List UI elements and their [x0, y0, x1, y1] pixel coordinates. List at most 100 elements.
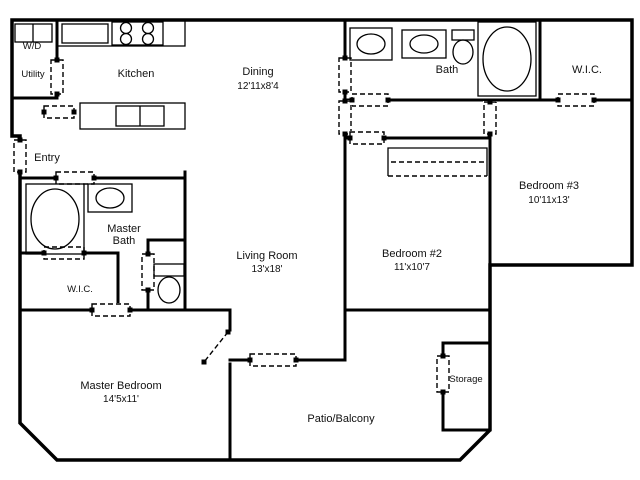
garden-tub-fixture — [477, 21, 537, 97]
room-dims-bedroom3: 10'11x13' — [528, 195, 570, 206]
doors — [13, 55, 597, 395]
plan-shape — [53, 175, 59, 181]
toilet-nook-door — [141, 251, 155, 293]
room-dims-master-bedroom: 14'5x11' — [103, 394, 139, 405]
room-label-master-bedroom: Master Bedroom — [80, 380, 161, 392]
plan-shape — [483, 101, 497, 135]
plan-shape — [436, 355, 450, 393]
plan-shape — [452, 39, 474, 65]
wall-segment — [203, 331, 229, 363]
plan-shape — [54, 91, 60, 97]
room-label-wic-master: W.I.C. — [67, 284, 93, 295]
plan-shape — [30, 188, 80, 250]
plan-shape — [349, 97, 355, 103]
wic-upper-door — [555, 93, 597, 107]
plan-shape — [71, 109, 77, 115]
plan-shape — [338, 57, 352, 93]
plan-shape — [338, 100, 352, 135]
plan-shape — [201, 359, 207, 365]
bath-vanity-sink-1-fixture — [349, 27, 393, 61]
master-bath-door — [53, 171, 97, 185]
plan-shape — [440, 353, 446, 359]
plan-shape — [555, 97, 561, 103]
plan-shape — [293, 357, 299, 363]
plan-shape — [43, 105, 75, 119]
master-bathtub-fixture — [25, 183, 85, 255]
plan-shape — [356, 33, 386, 55]
room-label-bedroom2: Bedroom #2 — [382, 248, 442, 260]
plan-shape — [381, 135, 387, 141]
plan-shape — [342, 89, 348, 95]
storage-door — [436, 353, 450, 395]
plan-shape — [56, 19, 186, 47]
plan-shape — [41, 250, 47, 256]
plan-shape — [401, 29, 447, 59]
washer-dryer-fixture — [14, 23, 53, 43]
plan-shape — [55, 171, 95, 185]
plan-shape — [50, 59, 64, 95]
plan-shape — [95, 187, 125, 209]
plan-shape — [79, 102, 186, 130]
plan-shape — [451, 29, 475, 41]
room-label-utility: Utility — [21, 69, 44, 80]
plan-shape — [225, 329, 231, 335]
room-dims-bedroom2: 11'x10'7 — [394, 262, 430, 273]
plan-shape — [153, 263, 185, 277]
plan-shape — [591, 97, 597, 103]
plan-shape — [89, 307, 95, 313]
utility-door — [50, 57, 64, 97]
plan-shape — [347, 135, 353, 141]
bath-to-bedroom-door — [89, 303, 133, 317]
plan-shape — [91, 175, 97, 181]
hall-bath-door — [338, 55, 352, 95]
room-label-bedroom3: Bedroom #3 — [519, 180, 579, 192]
plan-shape — [91, 303, 131, 317]
room-labels: W/D Utility Kitchen Dining 12'11x8'4 Bat… — [21, 41, 602, 425]
plan-shape — [61, 23, 109, 44]
front-door — [13, 137, 27, 175]
room-label-bath: Bath — [436, 64, 459, 76]
room-label-entry: Entry — [34, 152, 60, 164]
fixtures — [14, 19, 537, 304]
plan-shape — [385, 97, 391, 103]
room-label-wd: W/D — [23, 41, 42, 52]
plan-shape — [247, 357, 253, 363]
pantry-door — [41, 105, 77, 119]
plan-shape — [17, 169, 23, 175]
plan-shape — [249, 353, 297, 367]
plan-shape — [145, 287, 151, 293]
plan-shape — [482, 26, 532, 92]
plan-shape — [440, 389, 446, 395]
plan-shape — [342, 131, 348, 137]
room-label-patio: Patio/Balcony — [307, 413, 375, 425]
bedroom2-closet — [387, 147, 488, 177]
plan-shape — [409, 34, 439, 54]
room-dims-living-room: 13'x18' — [251, 264, 282, 275]
room-dims-dining: 12'11x8'4 — [237, 81, 279, 92]
plan-shape — [25, 183, 85, 255]
room-label-kitchen: Kitchen — [118, 68, 155, 80]
master-toilet-fixture — [153, 263, 185, 304]
plan-shape — [349, 27, 393, 61]
plan-shape — [111, 21, 164, 46]
plan-shape — [342, 55, 348, 61]
plan-shape — [477, 21, 537, 97]
plan-shape — [387, 147, 488, 176]
master-bedroom-door — [201, 329, 231, 365]
exterior-wall — [10, 18, 634, 462]
stove-burner — [141, 21, 155, 35]
plan-shape — [487, 99, 493, 105]
room-label-wic-upper: W.I.C. — [572, 64, 602, 76]
room-label-storage: Storage — [449, 374, 482, 385]
plan-shape — [141, 253, 155, 291]
master-vanity-sink-fixture — [87, 183, 133, 213]
kitchen-lower-counter — [79, 102, 186, 130]
bedroom3-door — [483, 99, 497, 137]
plan-shape — [557, 93, 595, 107]
bath-toilet-fixture — [451, 29, 475, 65]
stove-fixture — [111, 21, 164, 46]
bedroom2-door — [347, 131, 387, 145]
plan-shape — [349, 131, 385, 145]
